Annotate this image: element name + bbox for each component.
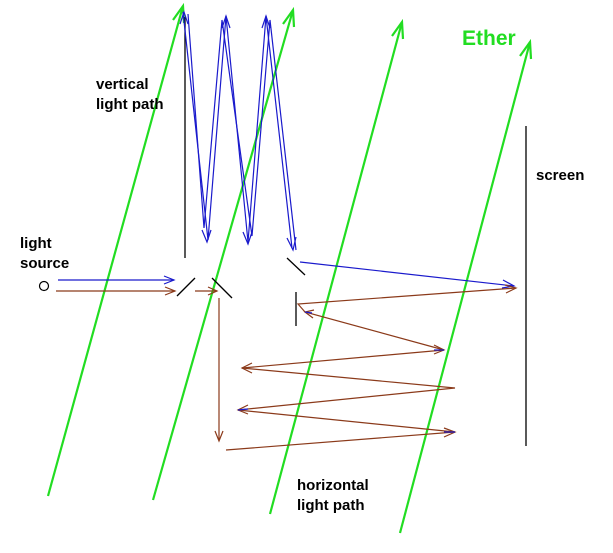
- ether-arrowhead-2: [282, 6, 296, 28]
- vertical-beam-head-top-3: [261, 14, 271, 29]
- beam-splitter-right: [211, 277, 233, 299]
- vertical-path-label: vertical light path: [96, 76, 164, 113]
- vertical-beam-head-bottom-3: [286, 236, 297, 252]
- ether-arrowhead-4: [519, 38, 533, 60]
- source-beam-brown-head: [164, 286, 177, 296]
- vertical-beam-head-top-2: [221, 14, 231, 29]
- vertical-zigzag-beam-2: [187, 13, 297, 251]
- light-source-label-line1: light: [20, 235, 52, 252]
- horizontal-beam-head-6: [504, 284, 518, 294]
- output-beam-blue: [299, 261, 515, 287]
- ether-line-4: [398, 41, 532, 534]
- source-beam-blue-head: [163, 275, 176, 285]
- vertical-path-label-line2: light path: [96, 96, 164, 113]
- horizontal-path-label-line1: horizontal: [297, 477, 369, 494]
- ether-line-1: [46, 5, 185, 497]
- blue-tip-2: [237, 408, 249, 411]
- horizontal-beam-head-3: [240, 362, 253, 374]
- screen-label: screen: [536, 167, 584, 184]
- output-mirror: [286, 257, 306, 276]
- vertical-path-label-line1: vertical: [96, 76, 149, 93]
- beam-splitter-left: [176, 277, 196, 297]
- light-source-label: light source: [20, 235, 69, 272]
- downward-beam-head: [214, 430, 224, 443]
- vertical-light-path: [58, 10, 516, 289]
- optical-elements: [38, 17, 527, 446]
- light-source-circle: [38, 280, 50, 292]
- light-source-label-line2: source: [20, 255, 69, 272]
- splitter-gap-beam-head: [207, 286, 219, 296]
- ether-line-3: [268, 21, 404, 515]
- blue-tip-4: [304, 311, 313, 314]
- horizontal-zigzag-beam: [225, 287, 517, 451]
- horizontal-light-path: [56, 284, 518, 451]
- vertical-beam-head-bottom-1: [201, 229, 212, 244]
- ether-label: Ether: [462, 27, 516, 50]
- horizontal-path-label: horizontal light path: [297, 477, 373, 514]
- ether-arrowhead-3: [391, 18, 405, 40]
- output-beam-blue-head: [501, 279, 516, 289]
- ether-flow-lines: [46, 5, 532, 534]
- horizontal-path-blue-tips: [237, 311, 455, 433]
- horizontal-path-label-line2: light path: [297, 497, 365, 514]
- vertical-beam-head-bottom-2: [242, 231, 253, 246]
- vertical-beam-head-top-1: [179, 10, 189, 25]
- ether-line-2: [151, 9, 295, 501]
